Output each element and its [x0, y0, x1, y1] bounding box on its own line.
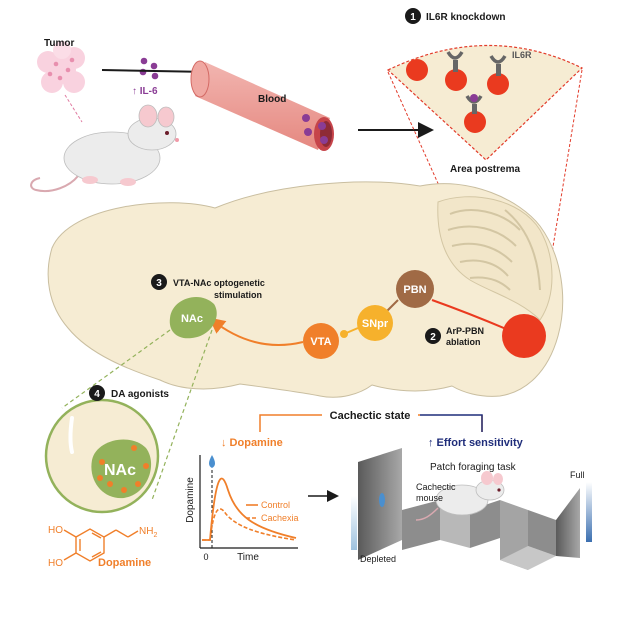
- tumor-label: Tumor: [44, 38, 74, 49]
- ho-label-2: HO: [48, 558, 63, 569]
- il6r-receptor-1: [446, 51, 464, 72]
- dopamine-plot: [199, 455, 298, 549]
- depleted-gauge: [351, 496, 357, 550]
- water-port-icon: [379, 493, 385, 507]
- pbn-node: [396, 270, 434, 308]
- mouse-illustration: [30, 104, 179, 192]
- nac-zoom-line-right: [151, 329, 213, 501]
- step-2-number: 2: [430, 332, 436, 343]
- pbn-label: PBN: [403, 284, 426, 296]
- area-postrema-panel: [386, 44, 584, 161]
- vta-to-nac-path: [208, 317, 304, 347]
- plot-xlabel: Time: [237, 552, 259, 563]
- depleted-label: Depleted: [360, 554, 396, 564]
- control-trace: [202, 477, 297, 541]
- legend-control-label: Control: [261, 500, 290, 510]
- step-3-badge: [151, 274, 167, 290]
- step-4-badge: [89, 385, 105, 401]
- dopamine-molecule-label: Dopamine: [98, 557, 151, 569]
- ho-label-1: HO: [48, 525, 63, 536]
- snpr-label: SNpr: [362, 318, 389, 330]
- nh2-label: NH2: [139, 526, 157, 539]
- blood-vessel: [190, 60, 334, 151]
- dopamine-dots: [97, 445, 149, 493]
- dopamine-decrease-label: ↓ Dopamine: [221, 437, 283, 449]
- cachectic-bracket-right: [420, 414, 483, 432]
- cachectic-mouse-label-line2: mouse: [416, 493, 443, 503]
- step-3-label-line2: stimulation: [214, 290, 262, 300]
- area-postrema-label: Area postrema: [450, 164, 520, 175]
- il6r-receptor-2: [489, 55, 507, 76]
- il6-molecules: [139, 57, 159, 80]
- il6r-label: IL6R: [512, 50, 532, 60]
- foraging-maze: [358, 448, 580, 570]
- tumor-illustration: [37, 41, 85, 93]
- cachectic-mouse: [415, 471, 505, 521]
- dopamine-structure: [63, 528, 139, 562]
- cachexia-trace: [202, 508, 297, 541]
- plot-ylabel: Dopamine: [185, 477, 196, 523]
- step-4-label: DA agonists: [111, 389, 169, 400]
- nac-node: [169, 296, 217, 339]
- blood-label: Blood: [258, 94, 286, 105]
- brain-sagittal: [47, 181, 564, 398]
- full-label: Full: [570, 470, 585, 480]
- nac-zoom-label: NAc: [104, 462, 136, 479]
- area-postrema-node: [502, 314, 546, 358]
- cachectic-state-label: Cachectic state: [330, 410, 411, 422]
- step-3-label-line1: VTA-NAc optogenetic: [173, 278, 265, 288]
- nac-zoom-line-left: [61, 329, 171, 409]
- nac-label: NAc: [181, 313, 203, 325]
- plot-x0-label: 0: [203, 552, 208, 562]
- effort-sensitivity-label: ↑ Effort sensitivity: [428, 437, 524, 449]
- full-gauge: [586, 482, 592, 542]
- cachectic-mouse-label-line1: Cachectic: [416, 482, 456, 492]
- step-1-badge: [405, 8, 421, 24]
- step-2-label-line1: ArP-PBN: [446, 326, 484, 336]
- ventricle-shape: [68, 416, 74, 454]
- tumor-mouse-link: [64, 94, 83, 123]
- step-2-badge: [425, 328, 441, 344]
- step-1-label: IL6R knockdown: [426, 12, 505, 23]
- drop-icon: [209, 455, 215, 468]
- snpr-node: [357, 305, 393, 341]
- patch-task-label: Patch foraging task: [430, 462, 517, 473]
- vta-label: VTA: [310, 336, 331, 348]
- il6r-receptor-3: [465, 94, 483, 114]
- il6-label: ↑ IL-6: [132, 86, 158, 97]
- step-4-number: 4: [94, 389, 100, 400]
- vta-node: [303, 323, 339, 359]
- step-3-number: 3: [156, 278, 162, 289]
- legend-cachexia-label: Cachexia: [261, 513, 299, 523]
- step-1-number: 1: [410, 12, 416, 23]
- step-2-label-line2: ablation: [446, 337, 481, 347]
